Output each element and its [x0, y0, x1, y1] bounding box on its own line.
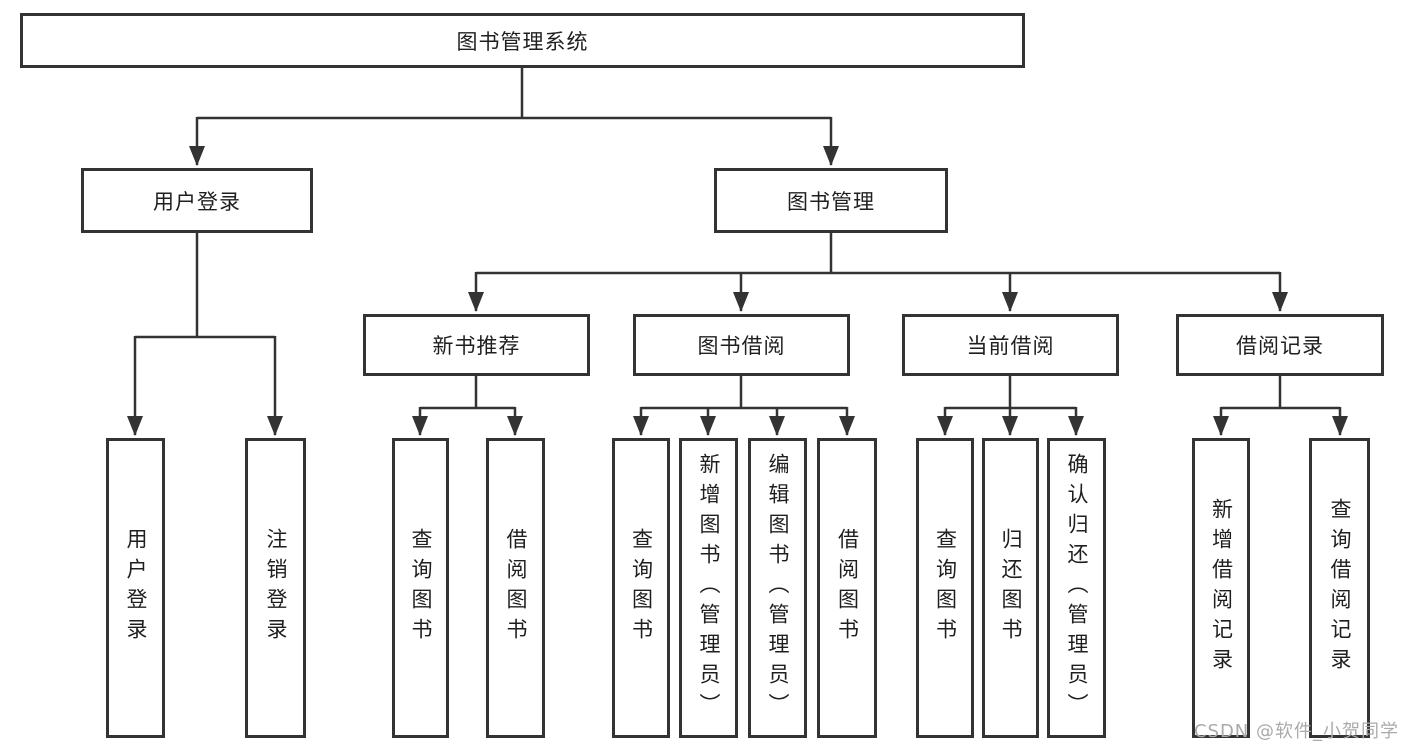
- node-user-login: 用户登录: [81, 168, 313, 233]
- node-book-borrowing: 图书借阅: [633, 314, 850, 376]
- leaf-borrow-books: 借阅图书: [817, 438, 877, 738]
- leaf-borrow-books-recommend: 借阅图书: [486, 438, 545, 738]
- leaf-query-borrow-record: 查询借阅记录: [1309, 438, 1370, 738]
- leaf-confirm-return-admin: 确认归还（管理员）: [1047, 438, 1106, 738]
- leaf-edit-book-admin: 编辑图书（管理员）: [748, 438, 807, 738]
- leaf-return-books: 归还图书: [982, 438, 1039, 738]
- node-library-management-system: 图书管理系统: [20, 13, 1025, 68]
- node-borrow-records: 借阅记录: [1176, 314, 1384, 376]
- node-new-book-recommendation: 新书推荐: [363, 314, 590, 376]
- node-current-borrowing: 当前借阅: [902, 314, 1119, 376]
- csdn-watermark: CSDN @软件_小贺同学: [1193, 721, 1399, 742]
- leaf-query-books-recommend: 查询图书: [392, 438, 449, 738]
- node-book-management: 图书管理: [714, 168, 948, 233]
- leaf-query-books-borrowing: 查询图书: [612, 438, 670, 738]
- leaf-add-book-admin: 新增图书（管理员）: [679, 438, 738, 738]
- leaf-logout: 注销登录: [245, 438, 306, 738]
- leaf-query-books-current: 查询图书: [916, 438, 974, 738]
- leaf-add-borrow-record: 新增借阅记录: [1192, 438, 1250, 738]
- leaf-user-login: 用户登录: [106, 438, 165, 738]
